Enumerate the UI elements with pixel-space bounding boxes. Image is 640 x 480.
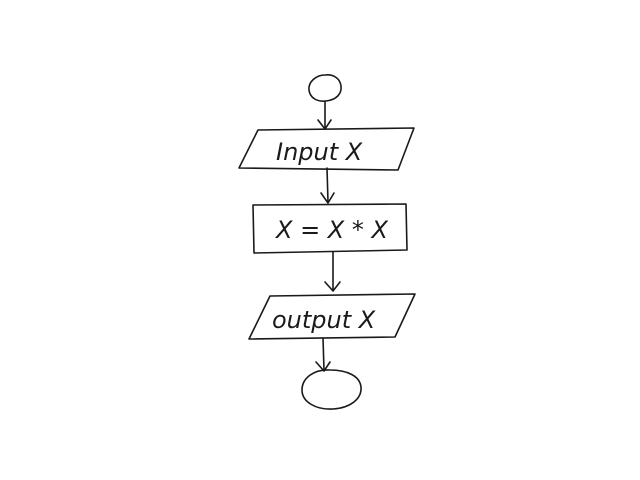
input-node-label: Input X — [276, 138, 363, 166]
output-node-shape — [248, 293, 416, 340]
output-node: output X — [248, 293, 416, 340]
process-node-shape — [252, 203, 408, 254]
edge-start-to-input — [317, 100, 332, 130]
edge-output-to-end — [315, 337, 331, 372]
output-node-label: output X — [272, 306, 376, 334]
edge-input-to-process — [320, 167, 335, 204]
process-node: X = X * X — [252, 203, 408, 254]
start-node — [308, 74, 342, 102]
end-node — [301, 369, 362, 410]
process-node-label: X = X * X — [274, 216, 389, 244]
input-node-shape — [238, 127, 415, 171]
edge-process-to-output — [324, 251, 341, 292]
input-node: Input X — [238, 127, 415, 171]
